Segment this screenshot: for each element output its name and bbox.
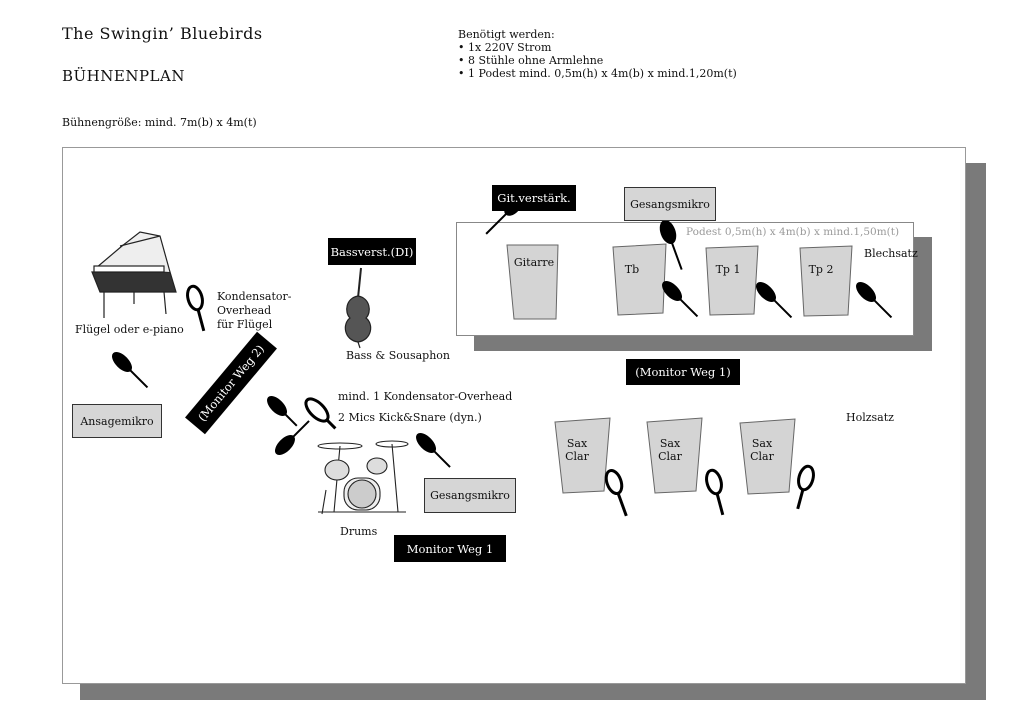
chair-label-tp2: Tp 2: [808, 263, 834, 276]
holzsatz-label: Holzsatz: [846, 411, 894, 424]
gitarren-verstaerker-box: Git.verstärk.: [492, 185, 576, 211]
double-bass-icon: [344, 267, 372, 349]
sax3-line1: Sax: [751, 437, 773, 450]
mic-tp1-icon: [756, 282, 793, 319]
chair-label-tp1: Tp 1: [715, 263, 741, 276]
gesangsmikro-top-box: Gesangsmikro: [624, 187, 716, 221]
requirement-item: 8 Stühle ohne Armlehne: [458, 54, 737, 67]
band-name: The Swingin’ Bluebirds: [62, 24, 263, 43]
condenser-sax3-icon: [796, 464, 815, 510]
gesangsmikro-drums-box: Gesangsmikro: [424, 478, 516, 513]
bass-sousaphon-label: Bass & Sousaphon: [346, 349, 450, 362]
drums-label: Drums: [340, 525, 378, 538]
chair-label-tb: Tb: [624, 263, 640, 276]
bassverstaerker-box: Bassverst.(DI): [328, 238, 416, 265]
fluegel-label: Flügel oder e-piano: [75, 323, 184, 336]
podest-label: Podest 0,5m(h) x 4m(b) x mind.1,50m(t): [686, 226, 900, 238]
sax1-line2: Clar: [565, 450, 589, 463]
chair-label-sax-1: Sax Clar: [557, 437, 597, 463]
requirements-list: 1x 220V Strom 8 Stühle ohne Armlehne 1 P…: [458, 41, 737, 80]
sax1-line1: Sax: [566, 437, 588, 450]
chair-tp1: [705, 245, 759, 316]
drums-kick-snare-label: 2 Mics Kick&Snare (dyn.): [338, 411, 482, 424]
sax2-line1: Sax: [659, 437, 681, 450]
mic-ansage-icon: [112, 352, 149, 389]
chair-sax-2: [646, 417, 703, 494]
ansagemikro-box: Ansagemikro: [72, 404, 162, 438]
condenser-sax1-icon: [604, 468, 628, 517]
chair-gitarre: [506, 244, 559, 320]
mic-tp2-icon: [856, 282, 893, 319]
grand-piano-icon: [91, 231, 177, 318]
monitor-weg1-bottom: Monitor Weg 1: [394, 535, 506, 562]
chair-tb: [612, 243, 667, 316]
chair-label-gitarre: Gitarre: [513, 256, 555, 269]
requirements: Benötigt werden: 1x 220V Strom 8 Stühle …: [458, 28, 737, 80]
sax2-line2: Clar: [658, 450, 682, 463]
blechsatz-label: Blechsatz: [864, 247, 918, 260]
drums-overhead-label: mind. 1 Kondensator-Overhead: [338, 390, 513, 403]
condenser-fluegel-icon: [186, 284, 206, 332]
chair-sax-3: [739, 418, 796, 495]
mic-kick-icon: [267, 396, 298, 427]
chair-label-sax-3: Sax Clar: [742, 437, 782, 463]
kondensator-line2: Overhead: [217, 304, 272, 317]
monitor-weg1-podest: (Monitor Weg 1): [626, 359, 740, 385]
requirement-item: 1x 220V Strom: [458, 41, 737, 54]
stage-size: Bühnengröße: mind. 7m(b) x 4m(t): [62, 116, 257, 129]
mic-tb2-icon: [662, 281, 699, 318]
chair-tp2: [799, 245, 853, 317]
kondensator-line3: für Flügel: [217, 318, 273, 331]
requirements-title: Benötigt werden:: [458, 28, 555, 41]
plan-title: BÜHNENPLAN: [62, 67, 185, 85]
drum-kit-icon: [317, 440, 409, 515]
kondensator-line1: Kondensator-: [217, 290, 292, 303]
chair-sax-1: [554, 417, 611, 494]
requirement-item: 1 Podest mind. 0,5m(h) x 4m(b) x mind.1,…: [458, 67, 737, 80]
mic-gesang-drums-icon: [416, 433, 451, 468]
sax3-line2: Clar: [750, 450, 774, 463]
condenser-sax2-icon: [705, 468, 725, 516]
chair-label-sax-2: Sax Clar: [650, 437, 690, 463]
mic-snare-icon: [275, 420, 310, 455]
condenser-drums-icon: [304, 397, 337, 430]
